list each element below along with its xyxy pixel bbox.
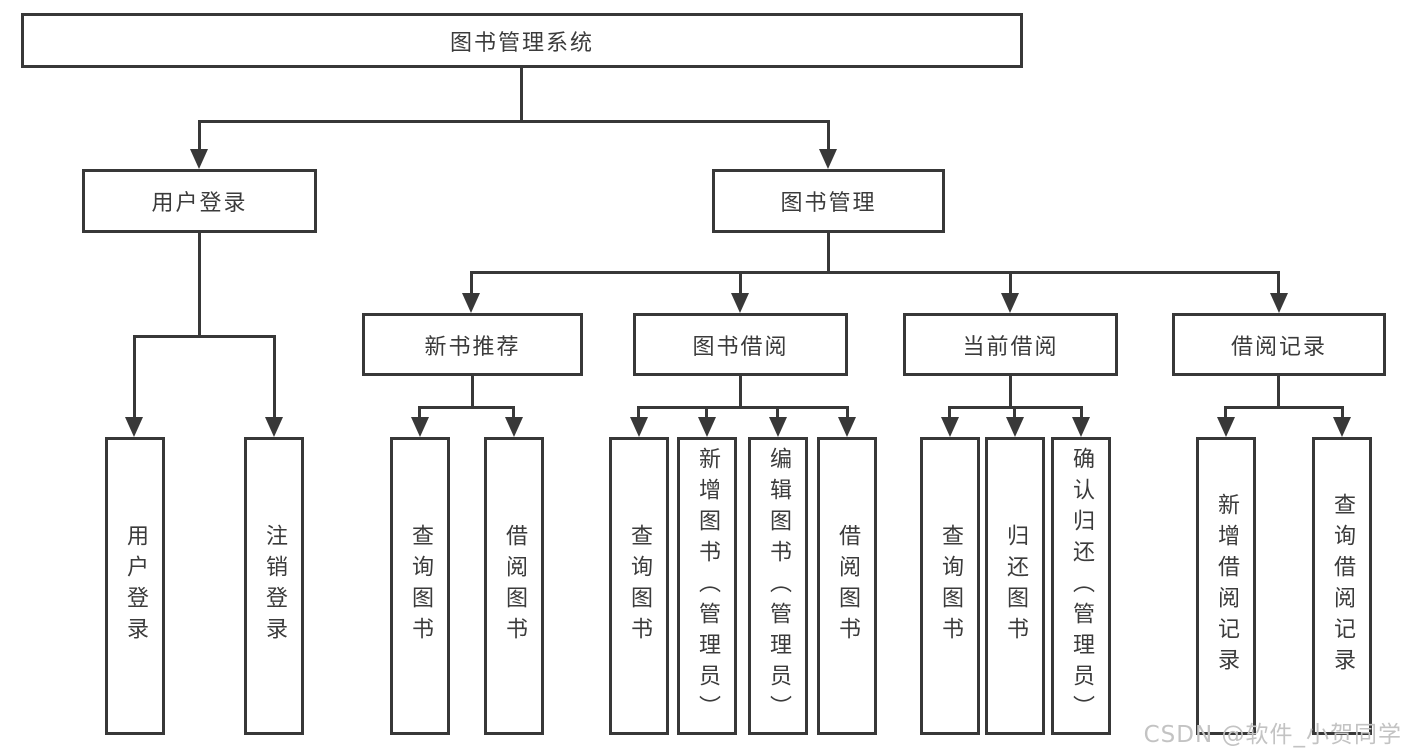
node-book-management: 图书管理 (712, 169, 945, 233)
connector-line (1080, 406, 1083, 417)
arrowhead-icon (265, 417, 283, 437)
arrowhead-icon (769, 417, 787, 437)
leaf-add-books-admin: 新增图书（管理员） (677, 437, 737, 735)
connector-line (1341, 406, 1344, 417)
connector-line (273, 335, 276, 417)
arrowhead-icon (698, 417, 716, 437)
arrowhead-icon (1072, 417, 1090, 437)
node-user-login: 用户登录 (82, 169, 317, 233)
connector-line (520, 68, 523, 120)
connector-line (418, 406, 515, 409)
connector-line (637, 406, 640, 417)
arrowhead-icon (411, 417, 429, 437)
arrowhead-icon (462, 293, 480, 313)
connector-line (133, 335, 276, 338)
watermark: CSDN @软件_小贺同学 (1143, 722, 1402, 748)
connector-line (470, 271, 1280, 274)
leaf-edit-books-admin: 编辑图书（管理员） (748, 437, 808, 735)
connector-line (637, 406, 849, 409)
arrowhead-icon (1270, 293, 1288, 313)
node-root: 图书管理系统 (21, 13, 1023, 68)
connector-line (198, 120, 201, 149)
connector-line (1013, 406, 1016, 417)
arrowhead-icon (505, 417, 523, 437)
connector-line (198, 120, 830, 123)
arrowhead-icon (1001, 293, 1019, 313)
leaf-borrow-books: 借阅图书 (817, 437, 877, 735)
connector-line (1277, 271, 1280, 293)
connector-line (133, 335, 136, 417)
node-book-borrow: 图书借阅 (633, 313, 848, 376)
arrowhead-icon (941, 417, 959, 437)
leaf-query-books-borrow: 查询图书 (609, 437, 669, 735)
leaf-query-books-current: 查询图书 (920, 437, 980, 735)
arrowhead-icon (731, 293, 749, 313)
leaf-confirm-return-admin: 确认归还（管理员） (1051, 437, 1111, 735)
connector-line (846, 406, 849, 417)
connector-line (739, 376, 742, 409)
connector-line (471, 376, 474, 409)
connector-line (512, 406, 515, 417)
arrowhead-icon (838, 417, 856, 437)
leaf-return-books: 归还图书 (985, 437, 1045, 735)
leaf-query-borrow-record: 查询借阅记录 (1312, 437, 1372, 735)
connector-line (827, 120, 830, 149)
connector-line (948, 406, 951, 417)
connector-line (1009, 271, 1012, 293)
arrowhead-icon (819, 149, 837, 169)
leaf-add-borrow-record: 新增借阅记录 (1196, 437, 1256, 735)
arrowhead-icon (1217, 417, 1235, 437)
connector-line (1277, 376, 1280, 409)
leaf-query-books-recommend: 查询图书 (390, 437, 450, 735)
arrowhead-icon (125, 417, 143, 437)
connector-line (418, 406, 421, 417)
node-new-book-recommend: 新书推荐 (362, 313, 583, 376)
leaf-borrow-books-recommend: 借阅图书 (484, 437, 544, 735)
arrowhead-icon (190, 149, 208, 169)
connector-line (470, 271, 473, 293)
node-borrow-records: 借阅记录 (1172, 313, 1386, 376)
arrowhead-icon (1333, 417, 1351, 437)
connector-line (776, 406, 779, 417)
connector-line (1009, 376, 1012, 409)
node-current-borrow: 当前借阅 (903, 313, 1118, 376)
connector-line (198, 233, 201, 337)
connector-line (739, 271, 742, 293)
arrowhead-icon (630, 417, 648, 437)
connector-line (705, 406, 708, 417)
leaf-user-login: 用户登录 (105, 437, 165, 735)
connector-line (827, 233, 830, 273)
arrowhead-icon (1006, 417, 1024, 437)
connector-line (1224, 406, 1344, 409)
leaf-logout: 注销登录 (244, 437, 304, 735)
connector-line (1224, 406, 1227, 417)
